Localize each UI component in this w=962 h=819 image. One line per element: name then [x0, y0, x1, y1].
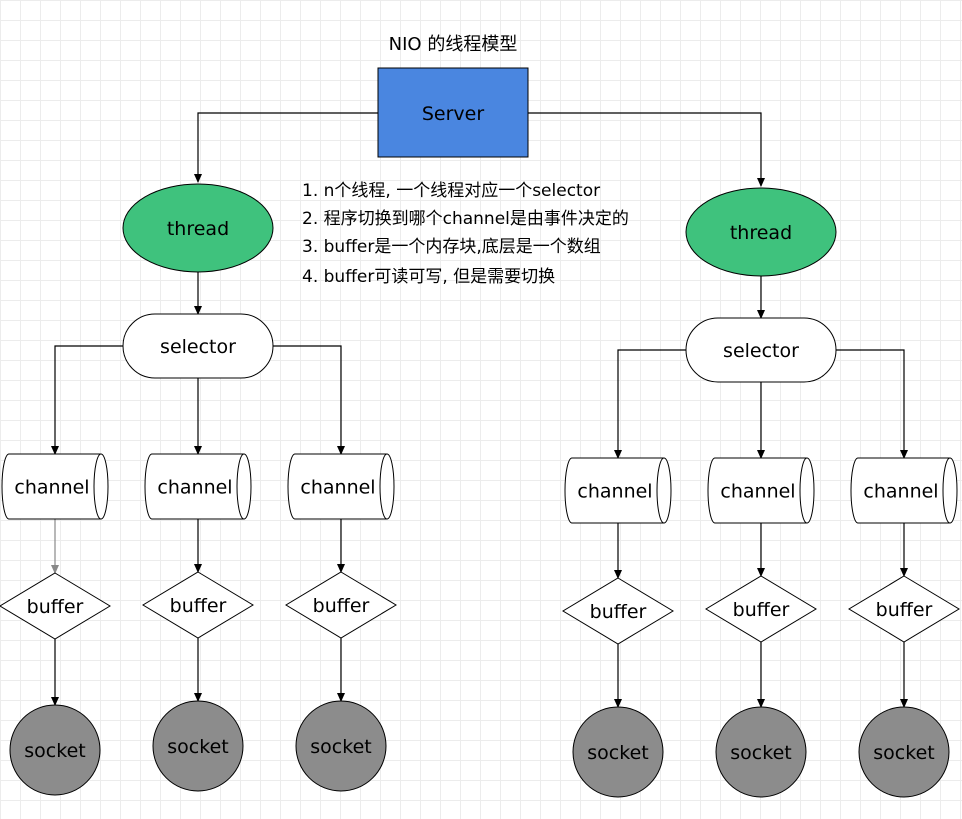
connector-arrow: [273, 345, 345, 455]
thread-label: thread: [167, 218, 229, 240]
selector-shape: [122, 313, 274, 379]
channel-node[interactable]: channel: [564, 457, 672, 524]
selector-shape: [685, 317, 837, 383]
buffer-node[interactable]: buffer: [562, 577, 674, 645]
channel-label: channel: [14, 477, 89, 499]
buffer-label: buffer: [313, 595, 370, 617]
selector-node[interactable]: selector: [122, 313, 274, 379]
buffer-diamond: [562, 577, 674, 645]
thread-label: thread: [730, 222, 792, 244]
buffer-node[interactable]: buffer: [142, 571, 254, 639]
thread-group: thread selector channel buffer socket channel…: [562, 187, 960, 798]
selector-label: selector: [723, 340, 799, 362]
channel-node[interactable]: channel: [707, 457, 815, 524]
socket-node[interactable]: socket: [572, 706, 664, 798]
socket-circle: [858, 706, 950, 798]
channel-node[interactable]: channel: [1, 453, 109, 520]
connector-arrow: [194, 112, 378, 183]
selector-node[interactable]: selector: [685, 317, 837, 383]
thread-node[interactable]: thread: [685, 187, 837, 277]
socket-node[interactable]: socket: [9, 704, 101, 796]
thread-ellipse: [685, 187, 837, 277]
buffer-diamond: [705, 575, 817, 643]
channel-node[interactable]: channel: [144, 453, 252, 520]
channel-label: channel: [300, 477, 375, 499]
thread-ellipse: [122, 183, 274, 273]
server-label: Server: [422, 103, 484, 125]
thread-groups: thread selector channel buffer socket channel…: [0, 183, 960, 798]
server-box: [377, 67, 529, 158]
socket-circle: [715, 706, 807, 798]
channel-label: channel: [720, 481, 795, 503]
socket-circle: [9, 704, 101, 796]
buffer-node[interactable]: buffer: [848, 575, 960, 643]
buffer-label: buffer: [590, 601, 647, 623]
channel-cylinder-cap: [942, 457, 951, 524]
notes-block: 1. n个线程, 一个线程对应一个selector 2. 程序切换到哪个chan…: [302, 181, 629, 287]
connector-arrow: [528, 112, 765, 187]
channel-node[interactable]: channel: [287, 453, 395, 520]
buffer-node[interactable]: buffer: [705, 575, 817, 643]
socket-label: socket: [730, 742, 791, 764]
thread-node[interactable]: thread: [122, 183, 274, 273]
socket-label: socket: [873, 742, 934, 764]
socket-label: socket: [167, 736, 228, 758]
channel-cylinder-cap: [656, 457, 665, 524]
note-line: 2. 程序切换到哪个channel是由事件决定的: [302, 209, 629, 229]
socket-label: socket: [310, 736, 371, 758]
socket-node[interactable]: socket: [152, 700, 244, 792]
buffer-node[interactable]: buffer: [285, 571, 397, 639]
connector-lines: [51, 112, 908, 708]
buffer-diamond: [0, 572, 111, 640]
selector-label: selector: [160, 336, 236, 358]
channel-cylinder-cap: [799, 457, 808, 524]
channel-node[interactable]: channel: [850, 457, 958, 524]
channel-cylinder-cap: [93, 453, 102, 520]
connector-arrow: [614, 349, 686, 459]
socket-node[interactable]: socket: [295, 700, 387, 792]
socket-label: socket: [24, 740, 85, 762]
socket-circle: [572, 706, 664, 798]
connector-arrow: [51, 345, 123, 455]
socket-circle: [152, 700, 244, 792]
buffer-label: buffer: [733, 599, 790, 621]
channel-label: channel: [863, 481, 938, 503]
buffer-diamond: [848, 575, 960, 643]
channel-cylinder-cap: [236, 453, 245, 520]
server-node[interactable]: Server: [377, 67, 529, 158]
buffer-label: buffer: [876, 599, 933, 621]
buffer-diamond: [142, 571, 254, 639]
socket-node[interactable]: socket: [858, 706, 950, 798]
note-line: 4. buffer可读可写, 但是需要切换: [302, 267, 555, 287]
channel-label: channel: [157, 477, 232, 499]
socket-circle: [295, 700, 387, 792]
buffer-label: buffer: [27, 596, 84, 618]
buffer-node[interactable]: buffer: [0, 572, 111, 640]
thread-group: thread selector channel buffer socket channel…: [0, 183, 397, 796]
channel-cylinder-cap: [379, 453, 388, 520]
buffer-label: buffer: [170, 595, 227, 617]
note-line: 3. buffer是一个内存块,底层是一个数组: [302, 237, 601, 257]
diagram-title: NIO 的线程模型: [389, 34, 518, 55]
socket-node[interactable]: socket: [715, 706, 807, 798]
channel-label: channel: [577, 481, 652, 503]
connector-arrow: [836, 349, 908, 459]
note-line: 1. n个线程, 一个线程对应一个selector: [302, 181, 600, 201]
socket-label: socket: [587, 742, 648, 764]
buffer-diamond: [285, 571, 397, 639]
